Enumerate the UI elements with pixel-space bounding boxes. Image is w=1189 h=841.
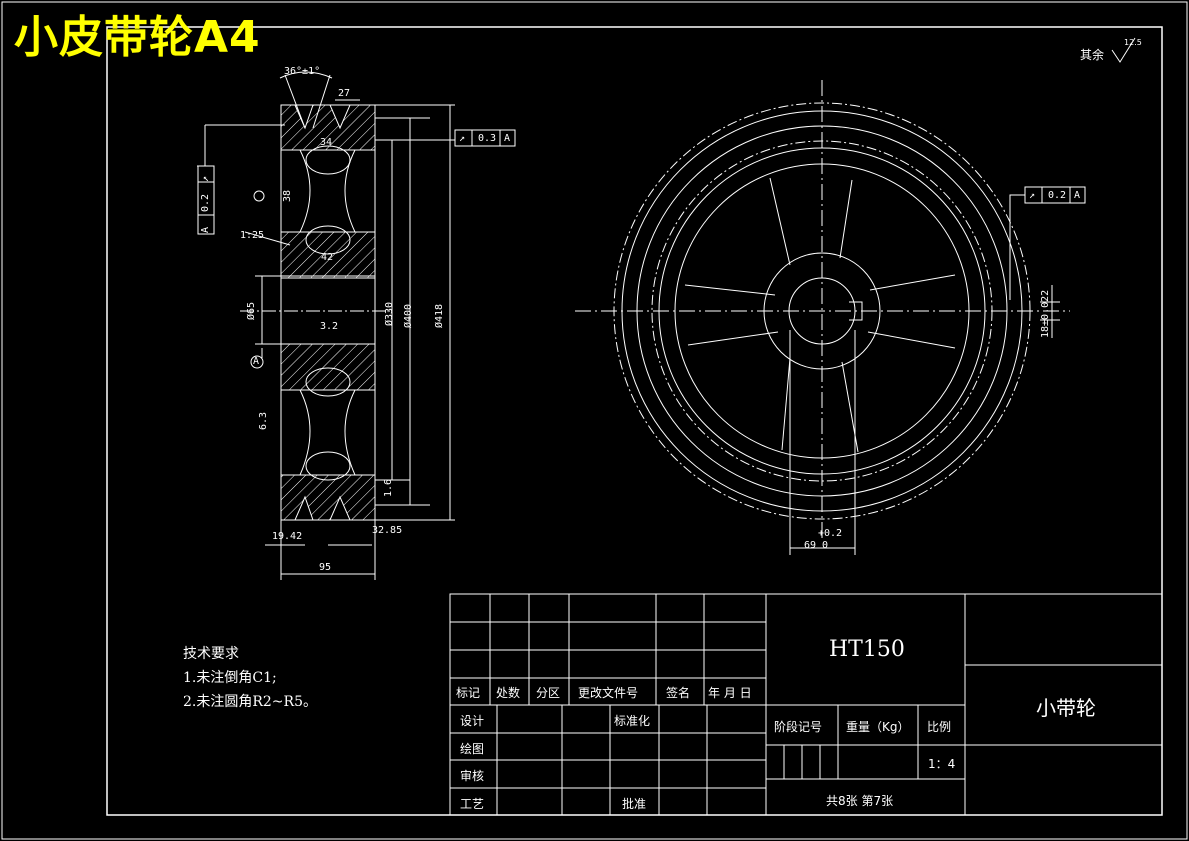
tol-datum-2: A: [1074, 190, 1081, 201]
roughness-label: 其余: [1080, 48, 1105, 62]
tb-approve: 批准: [622, 797, 647, 811]
dim-27: 27: [338, 88, 351, 99]
tb-header-count: 处数: [496, 686, 521, 700]
roughness-symbol: [1111, 37, 1136, 63]
tol-datum-1: A: [504, 133, 511, 144]
dim-38: 38: [282, 189, 293, 202]
tol-value-3: 0.2: [200, 193, 211, 212]
dim-roughness-6-3: 6.3: [258, 411, 269, 430]
dim-groove-angle: 36°±1°: [284, 66, 321, 77]
material: HT150: [829, 637, 905, 662]
front-view: [575, 80, 1070, 555]
dim-key-tol-top: +0.2: [818, 528, 843, 539]
tb-stage-mark: 阶段记号: [774, 720, 823, 734]
tol-value-2: 0.2: [1048, 190, 1067, 201]
tb-row-review: 审核: [460, 769, 485, 783]
title-block: [449, 593, 1163, 816]
tb-header-mark: 标记: [456, 686, 481, 700]
dim-roughness-3-2: 3.2: [320, 321, 339, 332]
dim-95: 95: [319, 562, 332, 573]
tb-row-process: 工艺: [460, 797, 485, 811]
dim-key-tol-bot: 0: [822, 540, 829, 551]
dim-400: Ø400: [403, 303, 414, 328]
tol-symbol-1: ↗: [459, 133, 466, 144]
dim-32-85: 32.85: [372, 525, 403, 536]
tb-row-draw: 绘图: [460, 742, 485, 756]
tol-datum-3: A: [200, 226, 211, 233]
dim-330: Ø330: [384, 301, 395, 326]
dim-418: Ø418: [434, 303, 445, 328]
tol-value-1: 0.3: [478, 133, 497, 144]
tech-requirements: 技术要求 1.未注倒角C1; 2.未注圆角R2~R5。: [183, 642, 317, 714]
tb-weight: 重量（Kg）: [846, 720, 910, 734]
dim-key-depth: 69: [804, 540, 817, 551]
dim-bore: Ø65: [246, 301, 257, 320]
tb-sheets: 共8张 第7张: [826, 794, 894, 808]
datum-marker: [250, 190, 265, 369]
roughness-value: 12.5: [1124, 38, 1142, 47]
dim-42: 42: [321, 252, 334, 263]
dim-roughness-1-6: 1.6: [383, 478, 394, 497]
dim-key-width: 18±0.022: [1040, 289, 1051, 338]
tol-symbol-3: ↗: [200, 175, 211, 182]
tolerance-frames: [197, 129, 1086, 300]
tb-scale: 1：4: [928, 757, 956, 771]
tb-header-zone: 分区: [536, 686, 561, 700]
dim-19-42: 19.42: [272, 531, 303, 542]
tech-requirement-item: 2.未注圆角R2~R5。: [183, 694, 317, 710]
dim-34: 34: [320, 137, 333, 148]
dim-slope: 1:25: [240, 230, 265, 241]
section-view: [197, 71, 455, 580]
tb-standardize: 标准化: [614, 714, 651, 728]
tb-header-date: 年 月 日: [708, 686, 752, 700]
drawing-title: 小皮带轮A4: [14, 12, 261, 63]
tb-scale-label: 比例: [927, 720, 952, 734]
tech-requirement-item: 1.未注倒角C1;: [183, 670, 277, 686]
tb-header-signature: 签名: [666, 686, 691, 700]
tb-row-design: 设计: [460, 714, 485, 728]
datum-label: A: [253, 356, 260, 367]
tb-header-change-doc: 更改文件号: [578, 686, 639, 700]
part-name: 小带轮: [1036, 696, 1096, 720]
tol-symbol-2: ↗: [1029, 190, 1036, 201]
tech-requirements-heading: 技术要求: [183, 646, 239, 662]
